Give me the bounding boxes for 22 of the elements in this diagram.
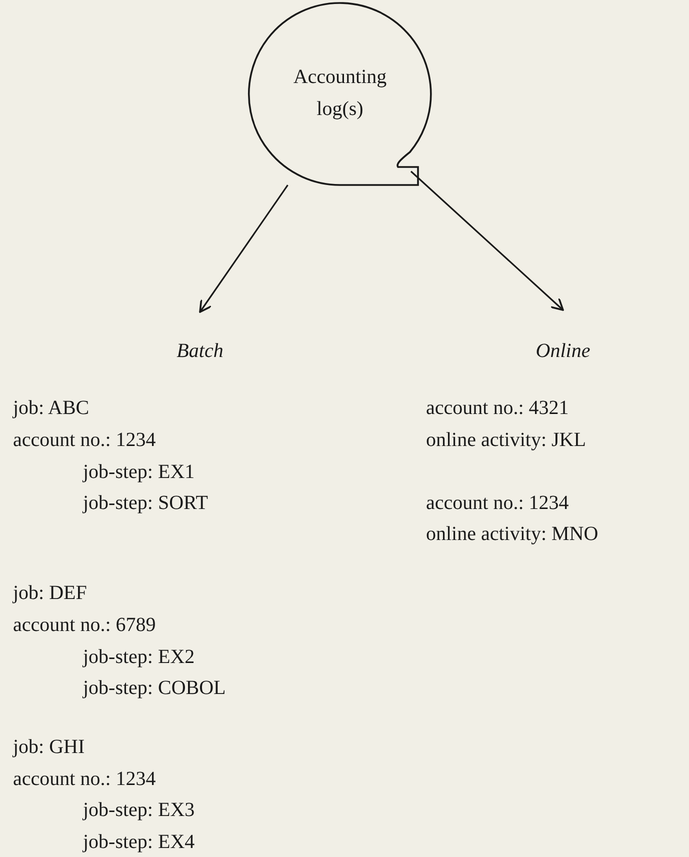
record-line: account no.: 1234 [426,491,569,516]
column-heading: Online [536,339,590,364]
record-line: job-step: SORT [83,491,208,516]
record-line: online activity: JKL [426,428,586,453]
record-line: job: ABC [13,396,90,421]
record-line: online activity: MNO [426,522,598,547]
arrow [410,170,564,311]
record-line: account no.: 4321 [426,396,569,421]
arrow [199,184,288,313]
record-line: job-step: EX2 [83,645,195,670]
record-line: job-step: EX1 [83,460,195,485]
record-line: account no.: 1234 [13,767,156,792]
record-line: job: DEF [13,581,87,606]
record-line: job-step: COBOL [83,676,226,701]
tape-reel [250,4,430,186]
record-line: account no.: 6789 [13,613,156,638]
record-line: account no.: 1234 [13,428,156,453]
record-line: job: GHI [13,735,85,760]
record-line: job-step: EX3 [83,798,195,823]
node-label: Accounting log(s) [292,65,388,122]
column-heading: Batch [176,339,224,364]
record-line: job-step: EX4 [83,830,195,855]
